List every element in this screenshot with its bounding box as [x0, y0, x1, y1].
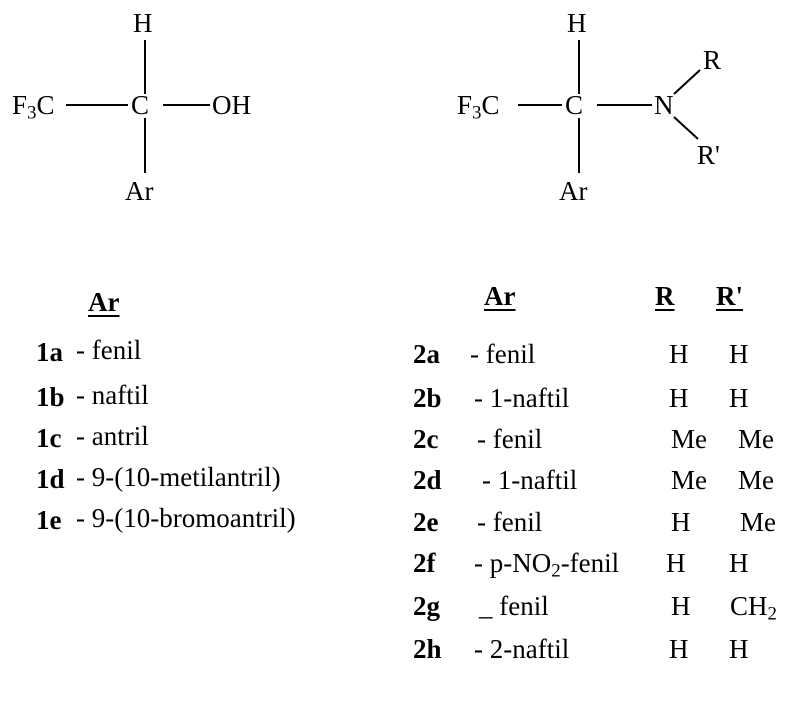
- r-value: H: [671, 591, 691, 621]
- atom-c: C: [565, 90, 584, 120]
- r-value: H: [666, 548, 686, 578]
- r-prime-value: Me: [738, 465, 774, 495]
- compound-id: 2g: [413, 591, 440, 621]
- table-2-header-r-prime: R': [716, 281, 743, 311]
- r-value: H: [671, 507, 691, 537]
- compound-id: 2c: [413, 424, 439, 454]
- compound-id: 2e: [413, 507, 439, 537]
- r-prime-value: Me: [738, 424, 774, 454]
- aryl-group: - antril: [76, 421, 149, 451]
- group-ar: Ar: [559, 176, 588, 206]
- atom-h: H: [567, 8, 587, 38]
- compound-id: 1e: [36, 505, 62, 535]
- r-prime-value: Me: [740, 507, 776, 537]
- r-prime-value: CH2: [730, 591, 777, 625]
- group-r: R: [703, 45, 722, 75]
- r-value: Me: [671, 424, 707, 454]
- compound-id: 1b: [36, 382, 65, 412]
- aryl-group: _ fenil: [479, 591, 549, 621]
- compound-id: 2a: [413, 339, 440, 369]
- r-value: H: [669, 339, 689, 369]
- compound-id: 1c: [36, 423, 62, 453]
- r-value: H: [669, 383, 689, 413]
- compound-id: 1d: [36, 464, 65, 494]
- r-value: H: [669, 634, 689, 664]
- aryl-group: - 1-naftil: [474, 383, 570, 413]
- atom-h: H: [133, 8, 153, 38]
- aryl-group: - p-NO2-fenil: [474, 548, 620, 582]
- compound-id: 1a: [36, 337, 63, 367]
- aryl-group: - 2-naftil: [474, 634, 570, 664]
- aryl-group: - 1-naftil: [482, 465, 578, 495]
- aryl-group: - 9-(10-bromoantril): [76, 503, 296, 533]
- compound-id: 2f: [413, 548, 436, 578]
- r-prime-value: H: [729, 634, 749, 664]
- compound-id: 2h: [413, 634, 442, 664]
- table-2-header-ar: Ar: [484, 281, 516, 311]
- r-prime-value: H: [729, 339, 749, 369]
- atom-n: N: [654, 90, 674, 120]
- r-prime-value: H: [729, 548, 749, 578]
- group-ar: Ar: [125, 176, 154, 206]
- aryl-group: - fenil: [477, 424, 543, 454]
- bond-n-r-prime-2: [673, 116, 699, 140]
- compound-id: 2b: [413, 383, 442, 413]
- atom-c: C: [131, 90, 150, 120]
- table-2-header-r: R: [655, 281, 675, 311]
- group-cf3: F3C: [457, 90, 500, 124]
- group-r-prime: R': [697, 140, 720, 170]
- aryl-group: - 9-(10-metilantril): [76, 462, 281, 492]
- table-1-header-ar: Ar: [88, 287, 120, 317]
- aryl-group: - naftil: [76, 380, 149, 410]
- bond-n-r-2: [673, 69, 701, 95]
- r-value: Me: [671, 465, 707, 495]
- aryl-group: - fenil: [76, 335, 142, 365]
- compound-id: 2d: [413, 465, 442, 495]
- aryl-group: - fenil: [470, 339, 536, 369]
- group-cf3: F3C: [12, 90, 55, 124]
- aryl-group: - fenil: [477, 507, 543, 537]
- group-oh: OH: [212, 90, 251, 120]
- r-prime-value: H: [729, 383, 749, 413]
